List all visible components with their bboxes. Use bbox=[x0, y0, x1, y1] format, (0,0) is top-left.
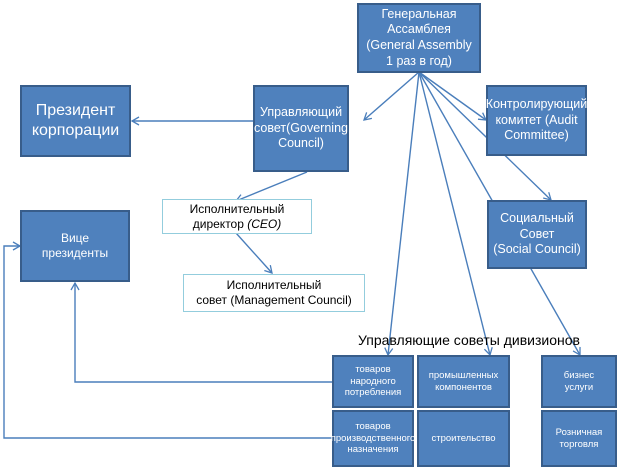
division-box: бизнес услуги bbox=[541, 355, 617, 408]
division-box: строительство bbox=[417, 410, 510, 467]
arrow-ga-to-social bbox=[418, 71, 552, 201]
president-box: Президент корпорации bbox=[20, 85, 131, 157]
divisions-title: Управляющие советы дивизионов bbox=[358, 332, 580, 348]
arrow-ceo-to-management bbox=[235, 232, 273, 274]
division-box: Розничная торговля bbox=[541, 410, 617, 467]
arrow-ga-to-audit bbox=[418, 71, 488, 121]
vice-presidents-box: Вице президенты bbox=[20, 210, 130, 282]
arrow-ga-to-div2 bbox=[418, 71, 493, 357]
arrow-div4-to-vice bbox=[3, 241, 333, 439]
division-box: товаров народного потребления bbox=[332, 355, 414, 408]
arrow-governing-to-ceo bbox=[234, 171, 308, 203]
general-assembly-box: Генеральная Ассамблея (General Assembly … bbox=[357, 3, 481, 73]
social-council-box: Социальный Совет (Social Council) bbox=[487, 200, 587, 269]
arrow-ga-to-governing bbox=[363, 71, 420, 121]
division-box: товаров производственного назначения bbox=[331, 410, 415, 467]
arrow-ga-to-div1 bbox=[384, 71, 420, 357]
governing-council-box: Управляющий совет(Governing Council) bbox=[253, 85, 349, 172]
arrow-div1-to-vice bbox=[70, 281, 333, 383]
audit-committee-box: Контролирующий комитет (Audit Committee) bbox=[486, 85, 587, 156]
management-council-box: Исполнительный совет (Management Council… bbox=[183, 274, 365, 312]
ceo-box: Исполнительный директор (CEO) bbox=[162, 199, 312, 234]
division-box: промышленных компонентов bbox=[417, 355, 510, 408]
